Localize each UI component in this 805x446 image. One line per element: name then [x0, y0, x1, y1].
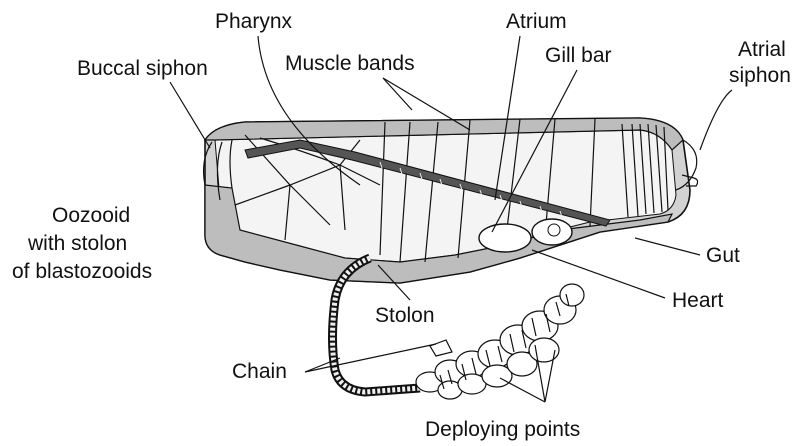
label-oozooid-line1: Oozooid	[52, 204, 130, 227]
label-oozooid-line3: of blastozooids	[12, 260, 152, 283]
label-gut: Gut	[706, 244, 740, 267]
label-atrial-siphon-line1: Atrial	[738, 38, 786, 61]
label-muscle-bands: Muscle bands	[285, 52, 415, 75]
chain-marker	[430, 340, 452, 356]
label-buccal-siphon: Buccal siphon	[77, 57, 208, 80]
label-atrium: Atrium	[506, 10, 567, 33]
label-atrial-siphon-line2: siphon	[729, 64, 791, 87]
label-chain: Chain	[232, 360, 287, 383]
label-oozooid-line2: with stolon	[27, 232, 127, 255]
label-pharynx: Pharynx	[215, 10, 293, 33]
label-deploying-points: Deploying points	[425, 418, 580, 441]
heart-organ	[479, 224, 531, 252]
label-gill-bar: Gill bar	[545, 44, 612, 67]
label-stolon: Stolon	[375, 304, 435, 327]
gut-organ	[532, 219, 572, 245]
label-heart: Heart	[672, 289, 724, 312]
